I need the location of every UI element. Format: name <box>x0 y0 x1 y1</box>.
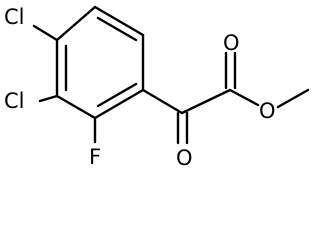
atom-label-oxygen-ketone: O <box>176 146 193 170</box>
benzene-ring <box>55 5 145 120</box>
atom-label-fluorine: F <box>89 145 101 169</box>
ring-bond-c3-c4 <box>93 88 145 120</box>
atom-label-cl-mid: Cl <box>4 89 25 113</box>
bond-ring-cl-mid <box>38 94 59 103</box>
bond-ring-cl-top <box>32 24 59 42</box>
ring-double-bond-right <box>96 82 138 108</box>
chemical-structure-diagram: Cl Cl F O O O <box>4 5 310 170</box>
bond-ester-carbon-o <box>228 88 260 107</box>
atom-label-cl-top: Cl <box>4 5 25 29</box>
atom-label-oxygen-ester-single: O <box>259 99 276 123</box>
ring-bond-c4-c5 <box>55 94 97 120</box>
bond-o-methyl <box>276 88 310 109</box>
ring-bond-c6-c1 <box>55 5 97 42</box>
bond-ring-keto-carbon <box>141 88 184 115</box>
atom-label-oxygen-ester-carbonyl: O <box>223 31 240 55</box>
ring-bond-c1-c2 <box>93 5 145 37</box>
bond-keto-ester-carbon <box>180 88 232 115</box>
ring-double-bond-top <box>96 16 138 42</box>
structure-canvas: Cl Cl F O O O <box>4 5 310 170</box>
